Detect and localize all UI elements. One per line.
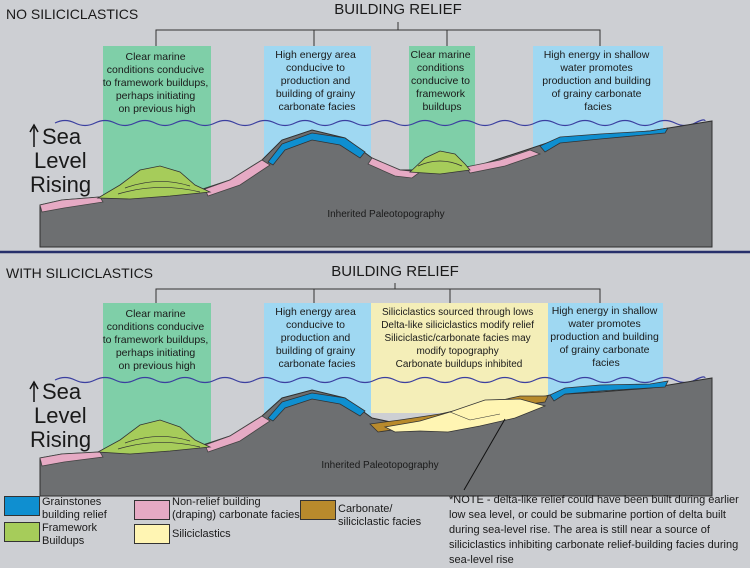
legend-label-nonrelief: Non-relief building(draping) carbonate f… bbox=[172, 496, 300, 521]
top-drape-3 bbox=[367, 157, 422, 179]
bottom-box-4-text: High energy in shallow water promotes pr… bbox=[550, 305, 662, 369]
top-box-1-text: Clear marine conditions conducive to fra… bbox=[103, 51, 212, 115]
legend-label-carb-sili: Carbonate/siliciclastic facies bbox=[338, 503, 422, 528]
bottom-grainstone-1 bbox=[267, 392, 366, 422]
bottom-grainstone-2 bbox=[549, 380, 669, 402]
top-sea-level-line bbox=[54, 119, 706, 127]
top-panel-title: NO SILICICLASTICS bbox=[6, 6, 138, 22]
top-framework-2-layers bbox=[417, 160, 463, 167]
top-box-2-text: High energy area conducive to production… bbox=[275, 49, 358, 113]
bottom-box-2-text: High energy area conducive to production… bbox=[275, 306, 358, 370]
bottom-bracket bbox=[155, 283, 601, 303]
top-sea-level-text: Sea Level Rising bbox=[30, 124, 93, 197]
bottom-sea-level-line bbox=[54, 376, 706, 384]
legend-swatch-grainstones bbox=[4, 496, 40, 516]
top-framework-2 bbox=[409, 150, 471, 175]
legend-swatch-siliciclastics bbox=[134, 524, 170, 544]
note-text: *NOTE - delta-like relief could have bee… bbox=[449, 494, 739, 566]
top-box-4-text: High energy in shallow water promotes pr… bbox=[542, 49, 654, 113]
top-grainstone-2 bbox=[539, 127, 669, 153]
legend-label-siliciclastics: Siliciclastics bbox=[172, 528, 231, 540]
top-framework-1-layers bbox=[117, 181, 201, 195]
top-paleotopography-label: Inherited Paleotopography bbox=[327, 209, 444, 220]
top-panel: NO SILICICLASTICS BUILDING RELIEF Clear … bbox=[6, 1, 713, 248]
bottom-drape-1 bbox=[39, 451, 104, 467]
legend-swatch-nonrelief bbox=[134, 500, 170, 520]
top-drape-1 bbox=[39, 196, 104, 213]
top-drape-4 bbox=[465, 149, 542, 174]
top-bracket bbox=[155, 22, 601, 46]
bottom-panel: WITH SILICICLASTICS BUILDING RELIEF Clea… bbox=[6, 263, 713, 497]
bottom-panel-title: WITH SILICICLASTICS bbox=[6, 265, 153, 281]
top-grainstone-1 bbox=[267, 132, 366, 166]
bottom-framework-layers bbox=[117, 436, 201, 450]
bottom-delta-layers bbox=[449, 411, 501, 421]
top-box-3-text: Clear marine conditions conducive to fra… bbox=[410, 49, 473, 113]
bottom-drape-2 bbox=[204, 415, 271, 453]
legend-swatch-framework bbox=[4, 522, 40, 542]
bottom-sea-level-text: Sea Level Rising bbox=[30, 379, 93, 452]
top-drape-2 bbox=[204, 159, 271, 197]
top-building-relief-header: BUILDING RELIEF bbox=[334, 1, 462, 18]
top-framework-1 bbox=[96, 165, 212, 200]
bottom-sea-level-arrowhead bbox=[29, 380, 39, 390]
bottom-box-1-text: Clear marine conditions conducive to fra… bbox=[103, 308, 212, 372]
top-sea-level-arrowhead bbox=[29, 123, 39, 133]
legend-swatch-carb-sili bbox=[300, 500, 336, 520]
bottom-paleotopography-label: Inherited Paleotopography bbox=[321, 460, 438, 471]
facies-diagram: NO SILICICLASTICS BUILDING RELIEF Clear … bbox=[0, 1, 750, 497]
note-leader-line bbox=[463, 418, 506, 491]
bottom-box-siliciclastics bbox=[371, 303, 548, 413]
bottom-building-relief-header: BUILDING RELIEF bbox=[331, 263, 459, 280]
bottom-siliciclastic-delta bbox=[383, 398, 547, 433]
bottom-box-3-text: Siliciclastics sourced through lows Delt… bbox=[381, 307, 537, 370]
